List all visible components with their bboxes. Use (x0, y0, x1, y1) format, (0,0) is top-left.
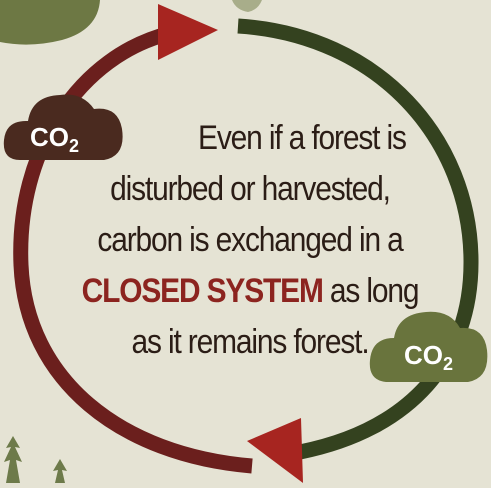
co2-cloud-right: CO2 (369, 311, 488, 382)
statement-line-4: CLOSED SYSTEM as long (76, 266, 424, 317)
statement-line-1: Even if a forest is (198, 119, 407, 157)
tree-icon (53, 459, 67, 483)
tree-icon (4, 436, 22, 483)
co2-cloud-left: CO2 (3, 94, 123, 160)
svg-text:CO2: CO2 (404, 340, 453, 374)
corner-cloud-top-left (0, 0, 100, 45)
co2-cloud-icon (3, 94, 123, 160)
cycle-arrow-head-bottom (247, 418, 303, 483)
statement-line-5: as it remains forest. (131, 323, 369, 361)
closed-system-emphasis: CLOSED SYSTEM (81, 272, 324, 310)
statement-line-3: carbon is exchanged in a (97, 221, 403, 259)
co2-cloud-icon (369, 311, 488, 382)
co2-right-label: CO (404, 340, 443, 370)
cycle-arc-left (13, 25, 253, 474)
statement-text: Even if a forest is disturbed or harvest… (76, 113, 424, 368)
co2-left-subscript: 2 (69, 136, 79, 156)
cycle-arrow-head-top (158, 4, 218, 60)
svg-text:CO2: CO2 (30, 122, 79, 156)
statement-line-2: disturbed or harvested, (110, 170, 391, 208)
tree-silhouettes (4, 436, 67, 483)
cycle-arc-right (237, 18, 479, 460)
co2-right-subscript: 2 (443, 354, 453, 374)
statement-line-4-rest: as long (322, 272, 420, 310)
corner-cloud-top-right (232, 0, 262, 12)
co2-left-label: CO (30, 122, 69, 152)
